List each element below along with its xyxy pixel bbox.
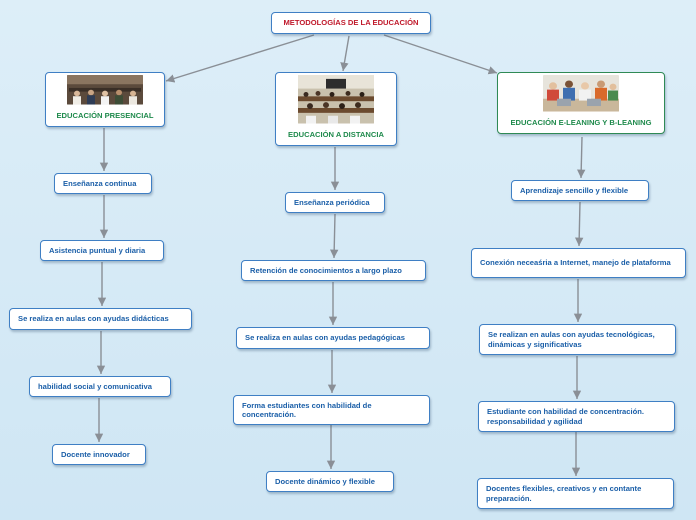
item-elearning-3[interactable]: Se realizan en aulas con ayudas tecnológ… — [479, 324, 676, 355]
connector-root-presencial — [165, 34, 315, 83]
item-distancia-3[interactable]: Se realiza en aulas con ayudas pedagógic… — [236, 327, 430, 349]
item-elearning-2[interactable]: Conexión neceaśria a Internet, manejo de… — [471, 248, 686, 278]
connector-root-elearning — [383, 34, 498, 75]
header-elearning[interactable]: EDUCACIÓN E-LEANING Y B-LEANING — [497, 72, 665, 134]
header-elearning-label: EDUCACIÓN E-LEANING Y B-LEANING — [510, 117, 652, 127]
connector-c2-2 — [329, 213, 339, 259]
item-distancia-5[interactable]: Docente dinámico y flexible — [266, 471, 394, 492]
header-presencial[interactable]: EDUCACIÓN PRESENCIAL — [45, 72, 165, 127]
root-title: METODOLOGÍAS DE LA EDUCACIÓN — [283, 18, 419, 28]
item-presencial-5[interactable]: Docente innovador — [52, 444, 146, 465]
classroom-photo — [67, 75, 143, 105]
item-distancia-2[interactable]: Retención de conocimientos a largo plazo — [241, 260, 426, 281]
lecture-hall-photo — [298, 75, 374, 124]
item-presencial-4[interactable]: habilidad social y comunicativa — [29, 376, 171, 397]
students-laptops-photo — [543, 75, 619, 112]
item-presencial-1[interactable]: Enseñanza continua — [54, 173, 152, 194]
header-distancia[interactable]: EDUCACIÓN A DISTANCIA — [275, 72, 397, 146]
item-presencial-3[interactable]: Se realiza en aulas con ayudas didáctica… — [9, 308, 192, 330]
connector-c3-1 — [577, 136, 586, 179]
header-presencial-label: EDUCACIÓN PRESENCIAL — [56, 110, 154, 120]
connector-root-distancia — [340, 35, 350, 72]
connector-c3-2 — [574, 201, 584, 247]
header-distancia-label: EDUCACIÓN A DISTANCIA — [288, 129, 384, 139]
item-presencial-2[interactable]: Asistencia puntual y diaria — [40, 240, 164, 261]
item-distancia-4[interactable]: Forma estudiantes con habilidad de conce… — [233, 395, 430, 425]
item-elearning-4[interactable]: Estudiante con habilidad de concentració… — [478, 401, 675, 432]
item-elearning-5[interactable]: Docentes flexibles, creativos y en conta… — [477, 478, 674, 509]
item-elearning-1[interactable]: Aprendizaje sencillo y flexible — [511, 180, 649, 201]
root-node[interactable]: METODOLOGÍAS DE LA EDUCACIÓN — [271, 12, 431, 34]
item-distancia-1[interactable]: Enseñanza periódica — [285, 192, 385, 213]
